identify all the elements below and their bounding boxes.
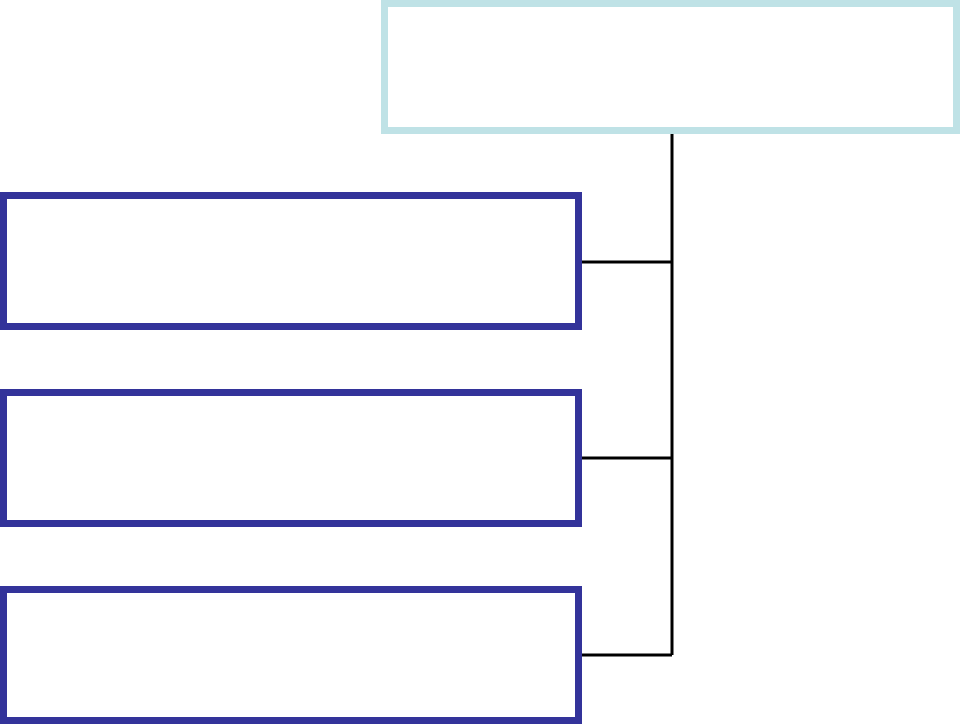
- root-node-box: [381, 0, 960, 134]
- child-node-box-2: [0, 389, 582, 527]
- child-node-box-1: [0, 192, 582, 330]
- child-node-box-3: [0, 586, 582, 724]
